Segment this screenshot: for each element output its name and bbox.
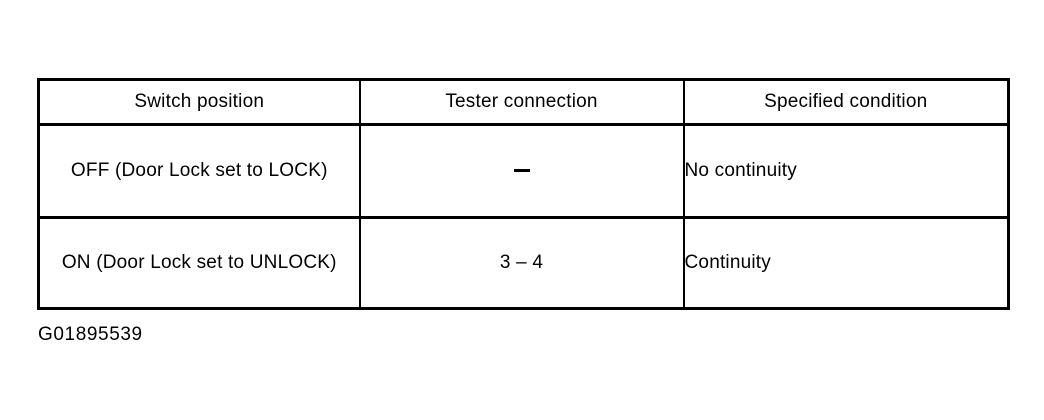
cell-specified-condition-no-continuity: No continuity: [682, 123, 1010, 219]
column-header-specified-condition: Specified condition: [682, 78, 1010, 126]
table-row: OFF (Door Lock set to LOCK) – No continu…: [37, 123, 1010, 219]
switch-continuity-table: Switch position Tester connection Specif…: [37, 78, 1010, 310]
table-header-row: Switch position Tester connection Specif…: [37, 78, 1010, 126]
cell-specified-condition-continuity: Continuity: [682, 216, 1010, 310]
figure-caption: G01895539: [38, 324, 143, 345]
cell-switch-position-on: ON (Door Lock set to UNLOCK): [37, 216, 361, 310]
cell-switch-position-off: OFF (Door Lock set to LOCK): [37, 123, 361, 219]
cell-tester-connection-none: –: [358, 123, 685, 219]
column-header-switch-position: Switch position: [37, 78, 361, 126]
table-row: ON (Door Lock set to UNLOCK) 3 – 4 Conti…: [37, 216, 1010, 310]
cell-tester-connection-3-4: 3 – 4: [358, 216, 685, 310]
column-header-tester-connection: Tester connection: [358, 78, 685, 126]
dash-icon: –: [513, 169, 530, 173]
